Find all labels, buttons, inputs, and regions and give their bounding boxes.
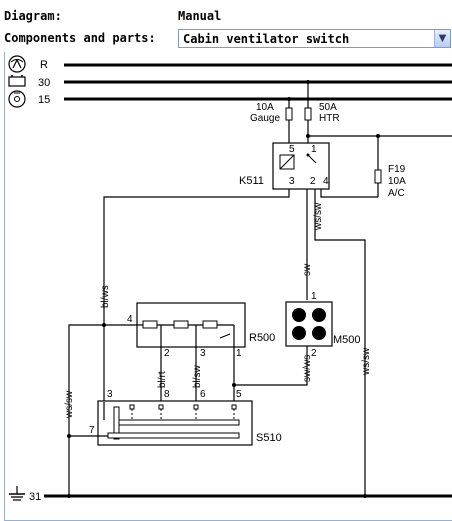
fuse-f19-label: A/C xyxy=(388,188,405,199)
relay-k511 xyxy=(272,142,330,190)
k511-pin-4: 4 xyxy=(323,176,329,187)
wire-sw-ws xyxy=(234,346,308,386)
rail-label-r: R xyxy=(40,59,48,71)
diagram-row: Diagram: Manual xyxy=(0,6,452,28)
fuse-f19-rating: 10A xyxy=(388,176,406,187)
diagram-label: Diagram: xyxy=(4,9,62,23)
s510-pin-5: 5 xyxy=(236,389,242,400)
k511-pin-2: 2 xyxy=(310,176,316,187)
chevron-down-icon[interactable]: ▼ xyxy=(434,30,450,47)
ground-icon xyxy=(9,486,25,501)
ignition-key-icon xyxy=(8,90,26,108)
radio-icon xyxy=(8,55,26,73)
resistor-block-r500 xyxy=(136,302,246,348)
wire-label-sw: sw xyxy=(302,263,313,276)
fan-icon xyxy=(292,308,326,340)
switch-s510 xyxy=(97,400,253,446)
wire-label-bl-ws: bl/ws xyxy=(100,285,111,308)
wire-label-bl-sw: bl/sw xyxy=(192,364,203,388)
fuse-f19 xyxy=(306,134,452,197)
s510-pin-3: 3 xyxy=(107,389,113,400)
fuse-gauge-rating: 10A xyxy=(256,102,274,113)
r500-pin-3: 3 xyxy=(200,348,206,359)
fuse-gauge-label: Gauge xyxy=(250,113,280,124)
s510-pin-8: 8 xyxy=(164,389,170,400)
wire-label-ws-sw-right: ws/sw xyxy=(361,347,372,376)
fuse-htr-label: HTR xyxy=(319,113,340,124)
r500-pin-4: 4 xyxy=(127,314,133,325)
m500-label: M500 xyxy=(333,334,361,346)
s510-label: S510 xyxy=(256,432,282,444)
k511-pin-5: 5 xyxy=(289,144,295,155)
m500-pin-1: 1 xyxy=(311,291,317,302)
fuse-gauge xyxy=(285,97,293,143)
rail-label-15: 15 xyxy=(38,94,50,106)
k511-pin-3: 3 xyxy=(289,176,295,187)
components-select-value: Cabin ventilator switch xyxy=(183,32,350,46)
m500-pin-2: 2 xyxy=(311,348,317,359)
rail-label-30: 30 xyxy=(38,77,50,89)
wire-ws-sw-right xyxy=(314,189,366,496)
fuse-htr xyxy=(304,80,312,143)
r500-pin-2: 2 xyxy=(164,348,170,359)
s510-pin-7: 7 xyxy=(89,425,95,436)
wire-label-bl-rt: bl/rt xyxy=(157,371,168,388)
wire-bl-ws xyxy=(103,189,290,402)
components-label: Components and parts: xyxy=(4,31,156,45)
fuse-f19-id: F19 xyxy=(388,164,406,175)
diagram-value: Manual xyxy=(178,9,222,23)
components-row: Components and parts: Cabin ventilator s… xyxy=(0,28,452,50)
k511-label: K511 xyxy=(239,175,264,187)
wire-k4-f19 xyxy=(320,189,378,198)
k511-pin-1: 1 xyxy=(311,144,317,155)
wire-label-ws-sw: ws/sw xyxy=(313,202,324,231)
s510-pin-6: 6 xyxy=(200,389,206,400)
battery-icon xyxy=(8,75,26,87)
wire-ws-sw-left xyxy=(68,324,137,496)
r500-label: R500 xyxy=(249,332,275,344)
rail-label-31: 31 xyxy=(29,491,41,503)
blower-motor-m500 xyxy=(285,301,333,347)
fuse-htr-rating: 50A xyxy=(319,102,337,113)
components-select[interactable]: Cabin ventilator switch ▼ xyxy=(178,29,451,48)
r500-pin-1: 1 xyxy=(236,348,242,359)
